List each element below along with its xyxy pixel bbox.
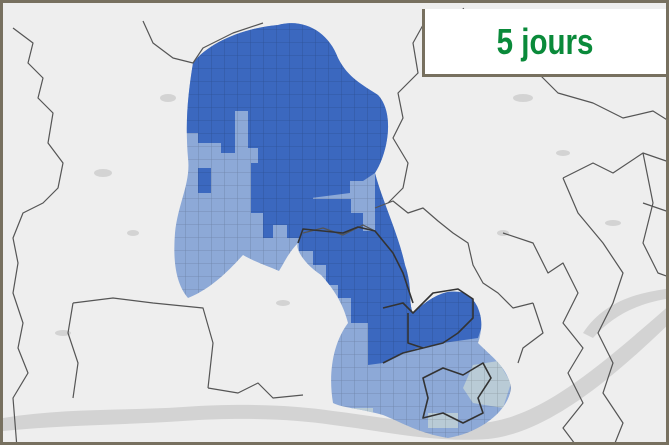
water-features bbox=[3, 94, 666, 440]
forecast-label-box: 5 jours bbox=[422, 9, 666, 77]
zone-boundaries bbox=[297, 226, 492, 424]
forecast-period-label: 5 jours bbox=[497, 20, 594, 62]
